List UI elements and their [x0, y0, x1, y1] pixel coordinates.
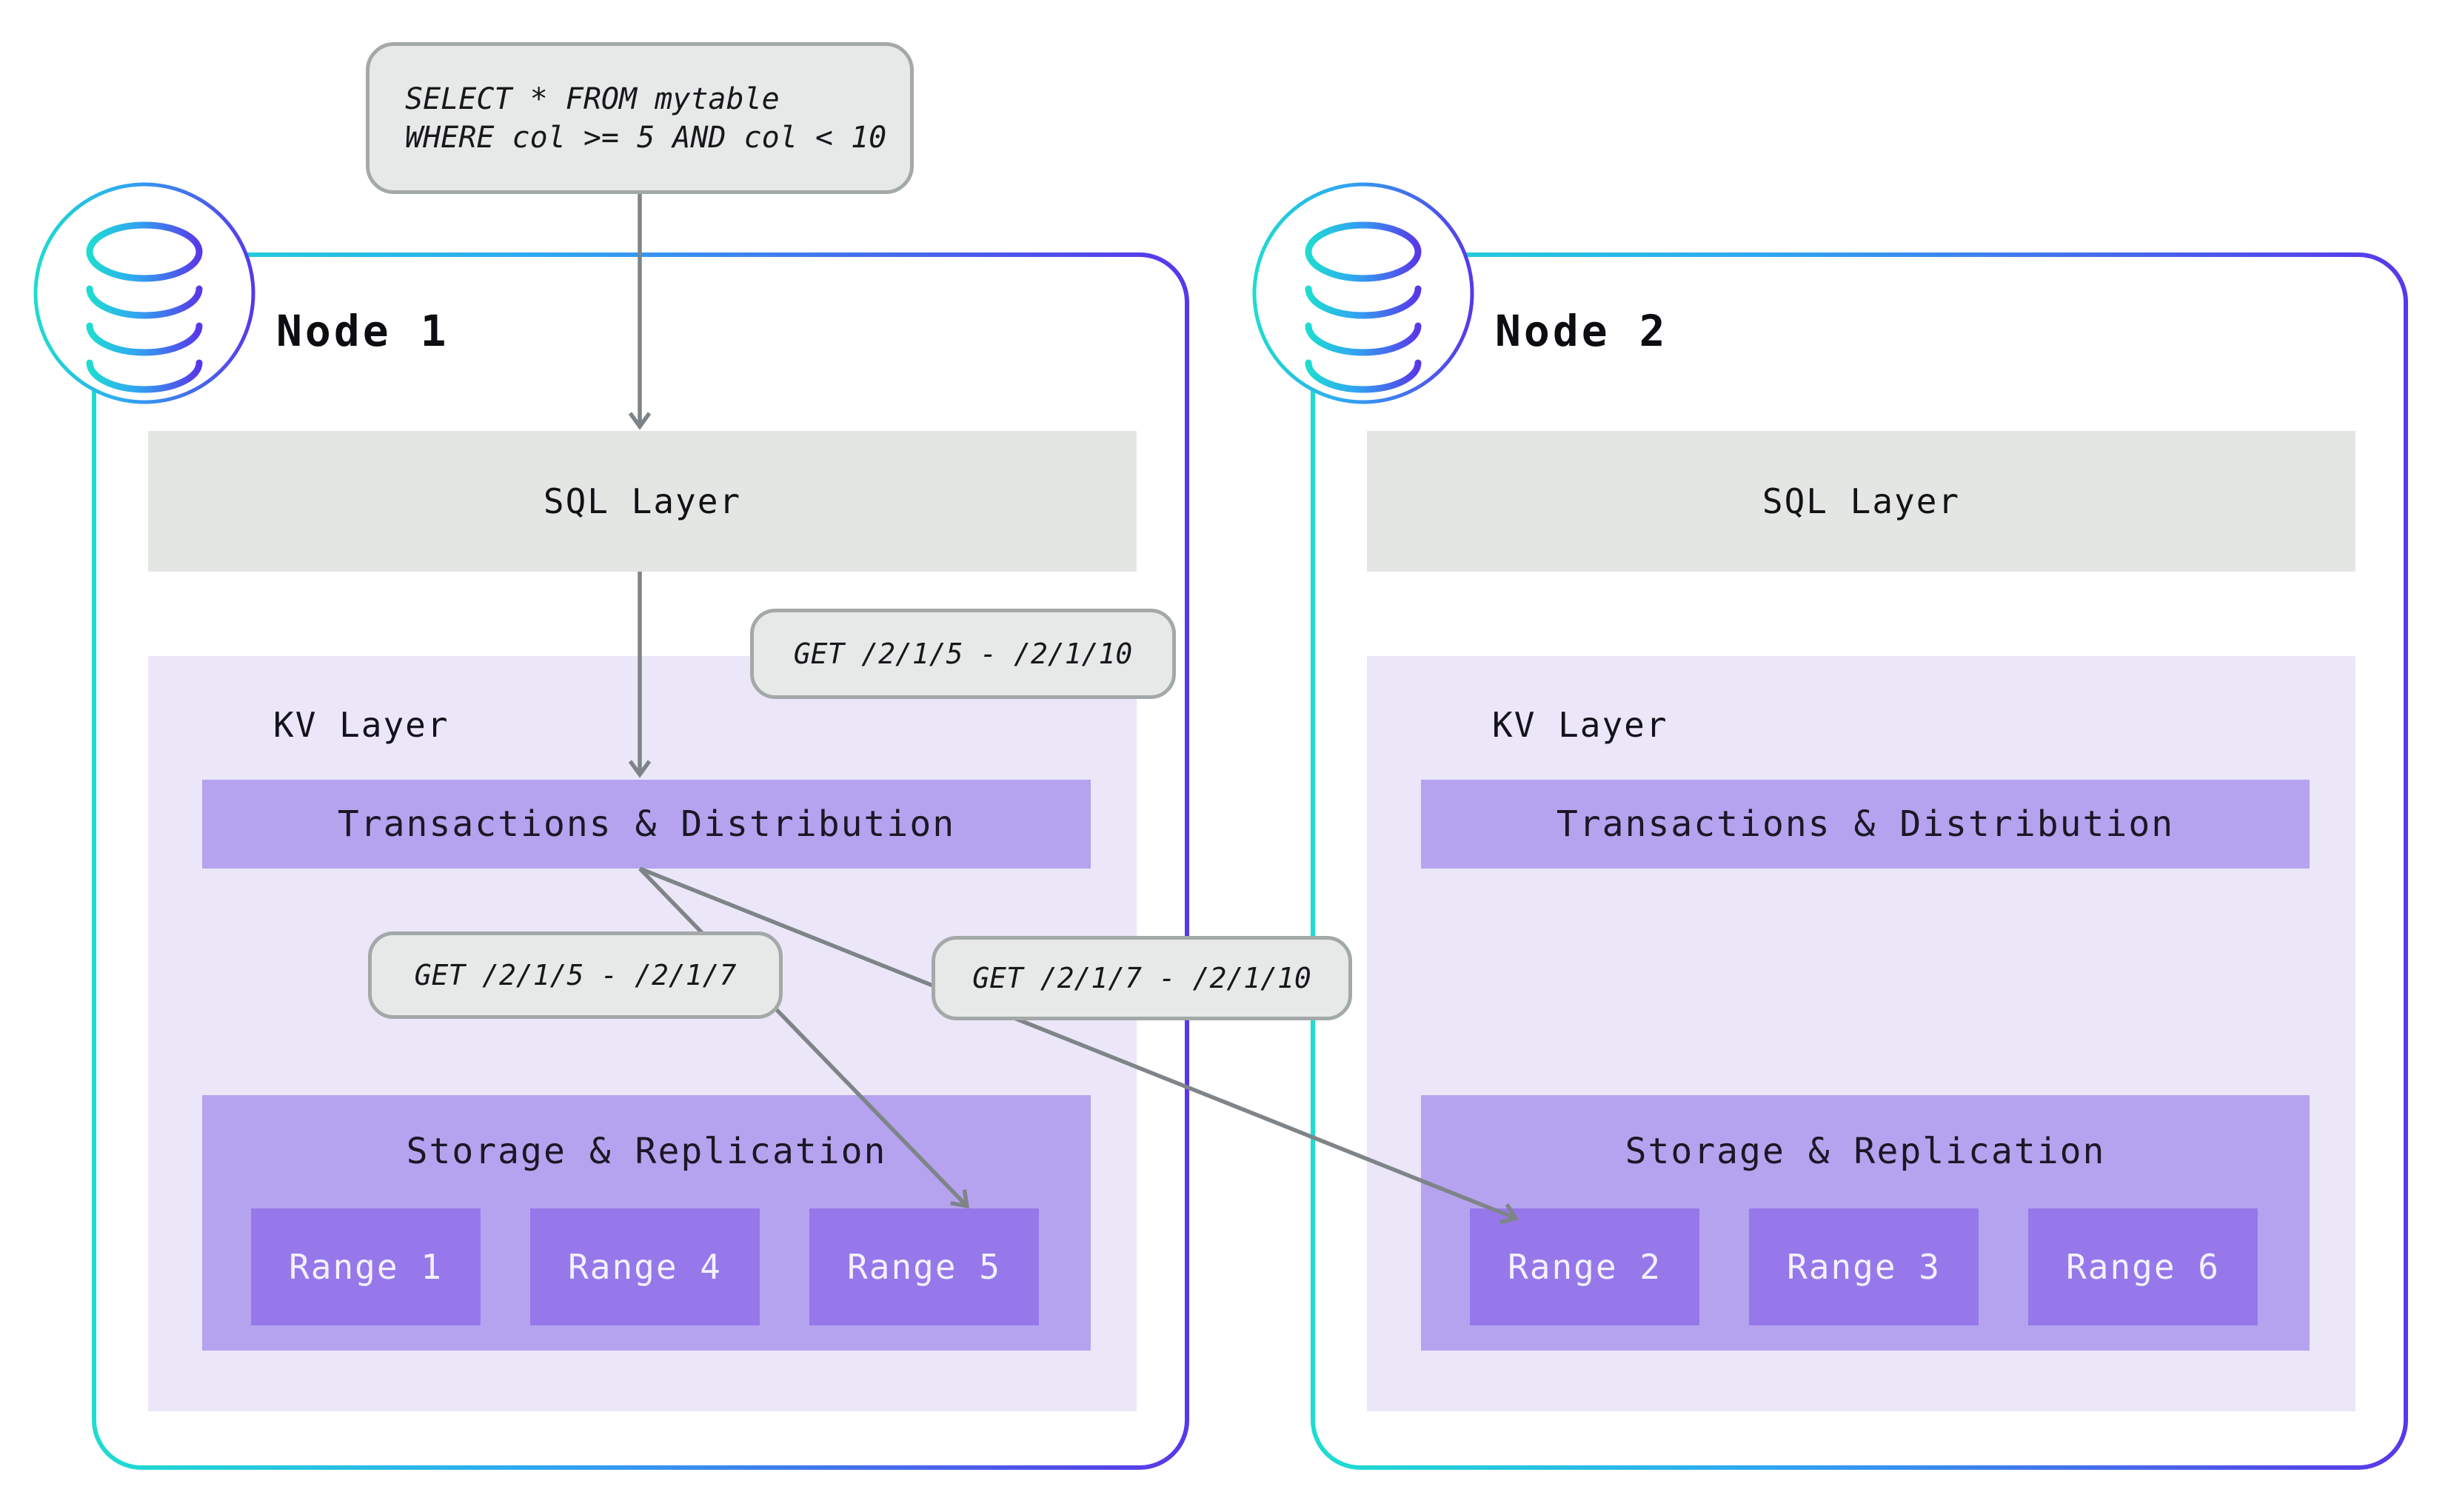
get-request-label-left-split: GET /2/1/5 - /2/1/7	[368, 931, 783, 1019]
transactions-label: Transactions & Distribution	[337, 803, 956, 845]
storage-label: Storage & Replication	[1625, 1131, 2106, 1172]
sql-layer-label: SQL Layer	[543, 481, 742, 521]
node1-sql-layer: SQL Layer	[148, 431, 1137, 572]
range-box: Range 3	[1749, 1208, 1979, 1325]
range-box: Range 4	[530, 1208, 760, 1325]
node2-sql-layer: SQL Layer	[1367, 431, 2355, 572]
node1-transactions-distribution: Transactions & Distribution	[202, 780, 1091, 869]
storage-label: Storage & Replication	[406, 1131, 887, 1172]
database-cylinder-icon	[1252, 182, 1474, 404]
node1-title: Node 1	[276, 306, 449, 356]
node2-title: Node 2	[1495, 306, 1668, 356]
sql-layer-label: SQL Layer	[1762, 481, 1961, 521]
node2-transactions-distribution: Transactions & Distribution	[1421, 780, 2310, 869]
kv-layer-label: KV Layer	[1492, 705, 1668, 745]
range-box: Range 5	[809, 1208, 1039, 1325]
kv-layer-label: KV Layer	[273, 705, 449, 745]
get-request-label-full: GET /2/1/5 - /2/1/10	[750, 609, 1176, 699]
get-request-label-right-split: GET /2/1/7 - /2/1/10	[932, 936, 1352, 1020]
range-box: Range 1	[251, 1208, 481, 1325]
range-box: Range 2	[1470, 1208, 1699, 1325]
database-cylinder-icon	[33, 182, 255, 404]
range-box: Range 6	[2028, 1208, 2258, 1325]
transactions-label: Transactions & Distribution	[1556, 803, 2175, 845]
